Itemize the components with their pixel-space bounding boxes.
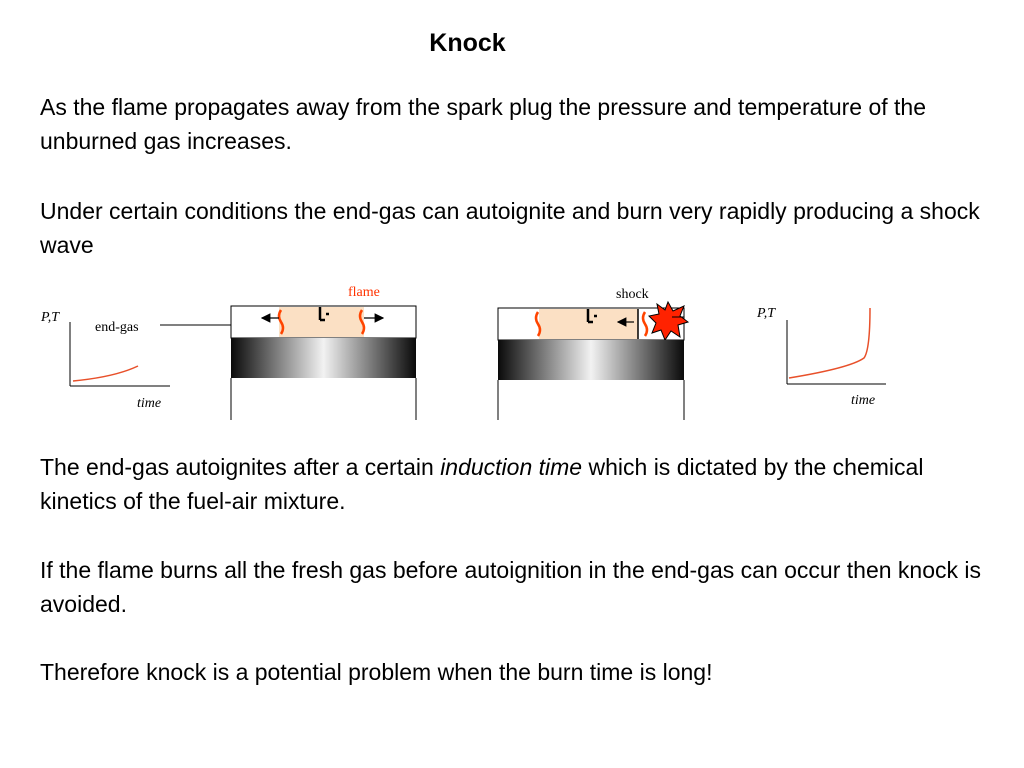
spark-plug-icon-left bbox=[318, 307, 329, 322]
paragraph-induction-time: The end-gas autoignites after a certain … bbox=[40, 450, 1000, 518]
page-title: Knock bbox=[429, 29, 506, 57]
spark-plug-icon-right bbox=[586, 309, 597, 324]
induction-time-term: induction time bbox=[440, 454, 583, 480]
flame-front-left-b bbox=[358, 309, 366, 335]
end-gas-label: end-gas bbox=[95, 320, 139, 335]
piston-left bbox=[231, 338, 416, 378]
p3-text-after: which is dictated by the chemical kineti… bbox=[40, 454, 924, 514]
paragraph-flame-propagation: As the flame propagates away from the sp… bbox=[40, 94, 926, 154]
left-plot-curve bbox=[72, 365, 139, 382]
right-cylinder: shock bbox=[497, 287, 690, 420]
right-pt-plot: P,T time bbox=[756, 306, 886, 408]
left-plot-ylabel: P,T bbox=[40, 310, 60, 325]
flame-front-right-a bbox=[534, 311, 542, 337]
paragraph-burn-time: Therefore knock is a potential problem w… bbox=[40, 659, 713, 685]
piston-right bbox=[498, 340, 684, 380]
shock-label: shock bbox=[616, 287, 649, 302]
right-plot-ylabel: P,T bbox=[756, 306, 776, 321]
left-plot-xlabel: time bbox=[137, 396, 161, 411]
flame-label: flame bbox=[348, 285, 380, 300]
right-plot-xlabel: time bbox=[851, 393, 875, 408]
p3-text-before: The end-gas autoignites after a certain bbox=[40, 454, 441, 480]
left-pt-plot: P,T time bbox=[40, 310, 170, 411]
left-cylinder: flame bbox=[230, 285, 417, 420]
right-plot-curve bbox=[788, 307, 871, 379]
knock-diagram: P,T time end-gas flame shock bbox=[40, 285, 886, 420]
flame-front-right-b bbox=[641, 311, 649, 337]
paragraph-knock-avoided: If the flame burns all the fresh gas bef… bbox=[40, 557, 982, 617]
flame-front-left-a bbox=[277, 309, 285, 335]
burned-gas-region-left bbox=[279, 307, 364, 337]
paragraph-autoignition: Under certain conditions the end-gas can… bbox=[40, 198, 980, 258]
